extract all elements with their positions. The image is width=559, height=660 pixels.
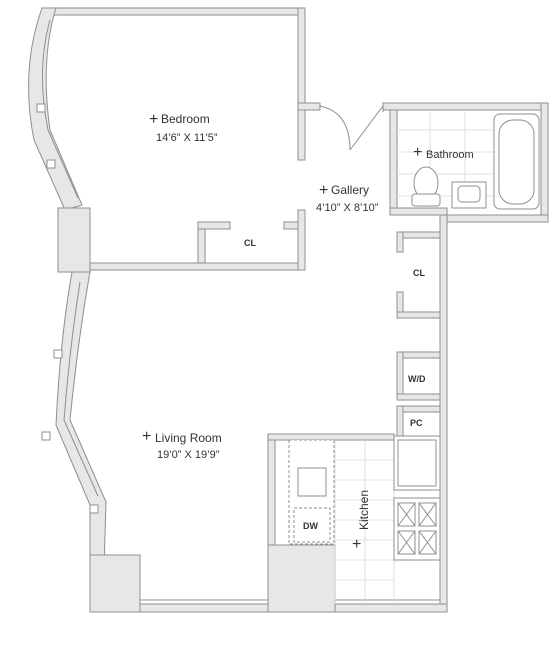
- gallery-size: 4’10” X 8’10”: [316, 202, 379, 214]
- toilet-tank: [411, 193, 441, 207]
- gallery-marker: +: [319, 182, 328, 199]
- living-room-size: 19’0” X 19’9”: [157, 449, 220, 461]
- bathroom-fixtures: [397, 110, 541, 210]
- cooktop-burners: [397, 502, 437, 555]
- sink-basin: [457, 185, 481, 203]
- window-mullion: [36, 103, 46, 113]
- fixture-labels: CL CL W/D PC DW: [244, 238, 426, 531]
- pantry-closet-label: PC: [410, 418, 423, 428]
- bathtub-basin: [498, 119, 535, 205]
- washer-dryer-label: W/D: [408, 374, 426, 384]
- gallery-name: Gallery: [331, 183, 369, 197]
- window-mullion: [89, 504, 99, 514]
- outer-walls: [28, 7, 549, 613]
- window-mullion: [41, 431, 51, 441]
- kitchen-marker: +: [352, 536, 361, 553]
- kitchen-name: Kitchen: [357, 490, 371, 530]
- kitchen-area: [288, 435, 441, 604]
- window-mullion: [53, 349, 63, 359]
- dishwasher: [293, 507, 331, 543]
- window-mullion: [46, 159, 56, 169]
- refrigerator-door: [397, 439, 437, 487]
- living-room-name: Living Room: [155, 431, 222, 445]
- bedroom-marker: +: [149, 111, 158, 128]
- dishwasher-label: DW: [303, 521, 318, 531]
- bedroom-closet-label: CL: [244, 238, 256, 248]
- interior-walls: [89, 109, 448, 546]
- living-room-marker: +: [142, 428, 151, 445]
- windows: [36, 19, 440, 601]
- hall-closet-label: CL: [413, 268, 425, 278]
- bedroom-size: 14’6” X 11’5”: [156, 132, 218, 144]
- room-labels: + Bedroom 14’6” X 11’5” + Gallery 4’10” …: [142, 111, 474, 553]
- doors: [319, 105, 384, 151]
- kitchen-sink: [297, 467, 327, 497]
- bedroom-name: Bedroom: [161, 112, 210, 126]
- bathroom-marker: +: [413, 144, 422, 161]
- bathroom-name: Bathroom: [426, 149, 474, 161]
